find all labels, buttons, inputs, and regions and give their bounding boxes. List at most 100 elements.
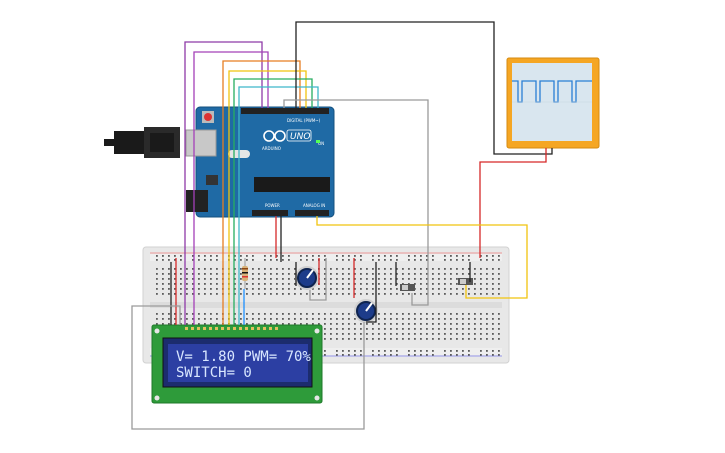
breadboard-hole [456,338,458,340]
mount-hole [314,328,320,334]
breadboard-hole [204,273,206,275]
breadboard-hole [438,278,440,280]
breadboard-hole [300,255,302,257]
breadboard-hole [162,313,164,315]
breadboard-hole [174,259,176,261]
breadboard-hole [210,288,212,290]
breadboard-hole [324,318,326,320]
breadboard-hole [390,333,392,335]
breadboard-hole [450,318,452,320]
breadboard-hole [198,323,200,325]
breadboard-hole [450,313,452,315]
breadboard-hole [486,259,488,261]
breadboard-hole [276,313,278,315]
breadboard-hole [270,293,272,295]
arduino-uno[interactable]: DIGITAL (PWM~) POWER ANALOG IN ARDUINO U… [185,106,335,218]
breadboard-hole [180,288,182,290]
breadboard-hole [198,273,200,275]
breadboard-hole [342,350,344,352]
breadboard-hole [474,273,476,275]
breadboard-hole [456,333,458,335]
breadboard-hole [498,333,500,335]
breadboard-hole [246,283,248,285]
breadboard-hole [366,328,368,330]
breadboard-hole [408,278,410,280]
breadboard-hole [252,255,254,257]
resistor-icon [242,258,248,289]
breadboard-hole [270,273,272,275]
breadboard-hole [360,288,362,290]
breadboard-hole [468,354,470,356]
breadboard-hole [216,278,218,280]
breadboard-hole [342,338,344,340]
breadboard-hole [348,288,350,290]
breadboard-hole [324,293,326,295]
breadboard-hole [378,328,380,330]
breadboard-hole [438,313,440,315]
breadboard-hole [366,323,368,325]
breadboard-hole [414,283,416,285]
breadboard-hole [372,268,374,270]
breadboard-hole [354,333,356,335]
slide-switch-2[interactable] [458,278,473,285]
breadboard-hole [372,328,374,330]
breadboard-hole [252,259,254,261]
oscilloscope[interactable] [506,57,600,149]
breadboard-hole [330,278,332,280]
breadboard-hole [480,255,482,257]
breadboard-hole [480,293,482,295]
breadboard-hole [216,318,218,320]
breadboard-hole [480,338,482,340]
breadboard-hole [354,268,356,270]
breadboard-hole [336,259,338,261]
breadboard-hole [426,268,428,270]
breadboard-hole [444,268,446,270]
breadboard-hole [312,293,314,295]
breadboard-hole [420,273,422,275]
breadboard-hole [426,323,428,325]
potentiometer-1[interactable] [295,266,319,290]
reset-button[interactable] [204,113,212,121]
breadboard-hole [378,283,380,285]
breadboard-hole [402,283,404,285]
breadboard-hole [366,338,368,340]
breadboard-hole [390,268,392,270]
breadboard-hole [498,255,500,257]
breadboard-hole [204,255,206,257]
breadboard-hole [216,255,218,257]
breadboard-hole [492,288,494,290]
breadboard-hole [474,283,476,285]
breadboard-hole [396,318,398,320]
breadboard-hole [444,328,446,330]
breadboard-hole [426,288,428,290]
breadboard-hole [480,313,482,315]
breadboard-hole [402,318,404,320]
breadboard-hole [384,323,386,325]
breadboard-hole [498,278,500,280]
breadboard-hole [492,333,494,335]
breadboard-hole [402,273,404,275]
breadboard-hole [408,323,410,325]
breadboard-hole [378,288,380,290]
breadboard-hole [498,293,500,295]
breadboard-hole [372,255,374,257]
breadboard-hole [378,313,380,315]
potentiometer-2[interactable] [354,299,378,323]
breadboard-hole [354,350,356,352]
breadboard-hole [186,278,188,280]
breadboard-hole [372,278,374,280]
breadboard-hole [450,350,452,352]
analog-header [295,210,329,216]
breadboard-hole [252,288,254,290]
breadboard-hole [210,255,212,257]
breadboard-hole [360,350,362,352]
breadboard-hole [492,323,494,325]
breadboard-hole [180,293,182,295]
breadboard-hole [396,278,398,280]
breadboard-hole [252,313,254,315]
slide-switch-1[interactable] [400,284,415,291]
breadboard-hole [198,288,200,290]
breadboard-hole [348,278,350,280]
breadboard-hole [264,288,266,290]
breadboard-hole [312,323,314,325]
